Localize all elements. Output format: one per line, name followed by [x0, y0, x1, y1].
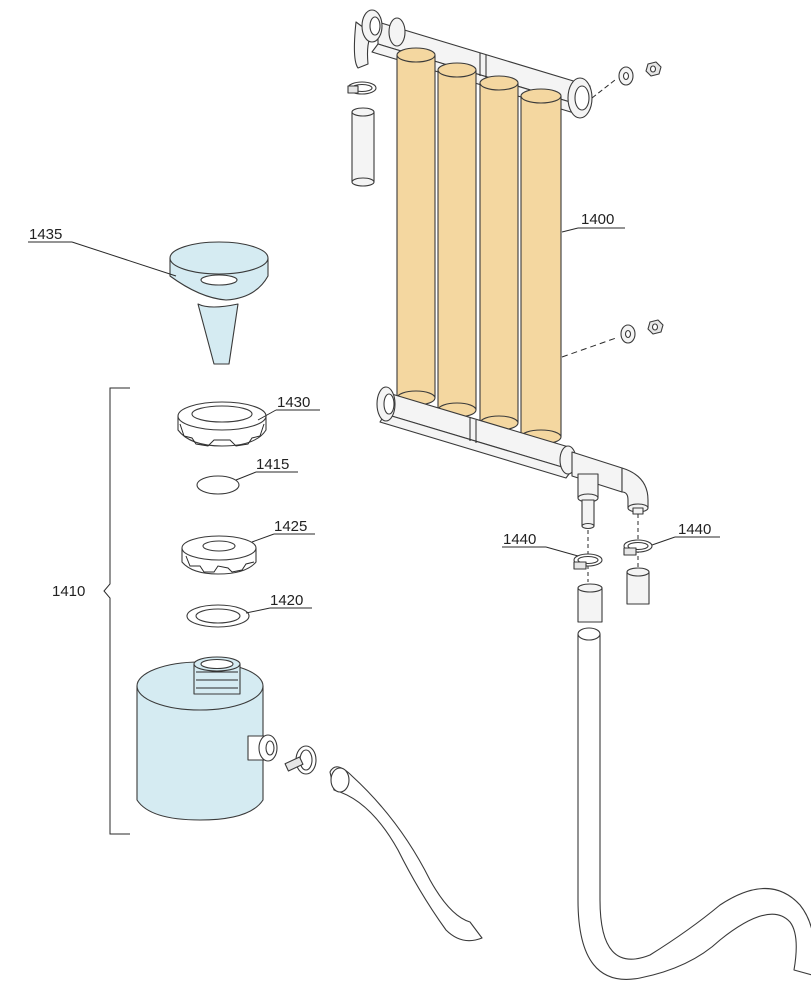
left-clamp-tube — [347, 81, 377, 187]
cap-ring — [177, 401, 267, 447]
label-1410: 1410 — [52, 583, 85, 600]
container — [136, 656, 278, 821]
label-1420: 1420 — [270, 592, 303, 609]
bottom-manifold — [376, 386, 649, 513]
label-1440-left: 1440 — [503, 531, 536, 548]
label-1430: 1430 — [277, 394, 310, 411]
nut — [181, 535, 257, 575]
short-tubes — [577, 567, 650, 623]
label-1440-right: 1440 — [678, 521, 711, 538]
label-1425: 1425 — [274, 518, 307, 535]
hose-right — [577, 627, 811, 980]
label-1415: 1415 — [256, 456, 289, 473]
label-1435: 1435 — [29, 226, 62, 243]
container-clamp — [284, 745, 317, 775]
funnel — [169, 241, 269, 365]
leader-lines — [28, 227, 720, 835]
filter-cartridges — [396, 47, 562, 445]
gasket — [186, 604, 250, 628]
hose-left — [329, 766, 483, 942]
washer-nut-bottom — [561, 319, 664, 358]
clamp-left-outlet — [573, 553, 603, 570]
part-labels: 1400 1435 1430 1415 1425 1420 1410 1440 … — [29, 211, 711, 609]
filter-assembly — [353, 9, 664, 582]
label-1400: 1400 — [581, 211, 614, 228]
clamp-right-outlet — [623, 539, 653, 556]
disc — [196, 475, 240, 495]
washer-nut-top — [591, 61, 662, 99]
